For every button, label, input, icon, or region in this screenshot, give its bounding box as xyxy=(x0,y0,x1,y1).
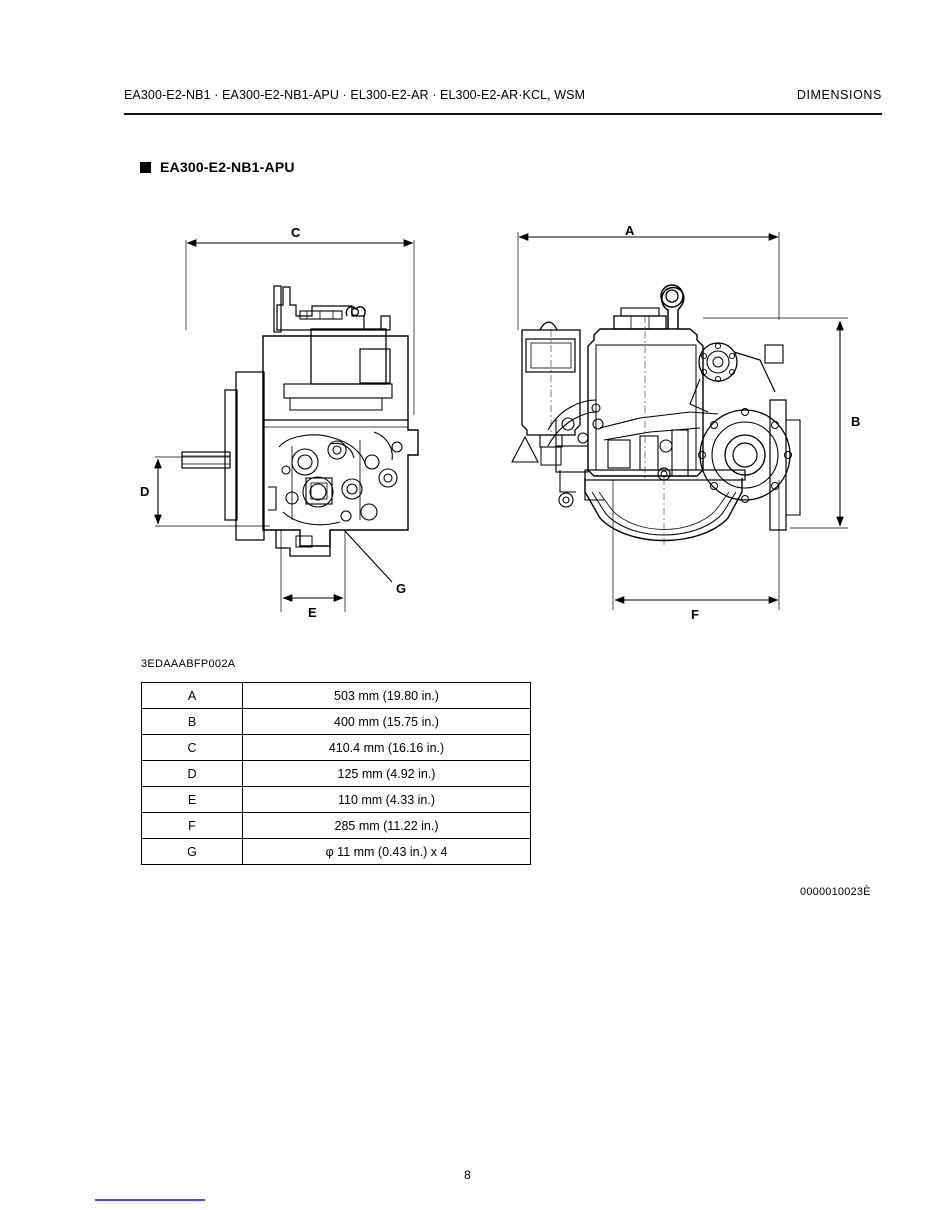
page-number: 8 xyxy=(464,1168,471,1182)
filled-square-icon xyxy=(140,161,151,173)
dimension-label-d: D xyxy=(140,484,150,499)
dimension-value: φ 11 mm (0.43 in.) x 4 xyxy=(242,838,531,865)
dimension-value: 410.4 mm (16.16 in.) xyxy=(242,734,531,761)
dimension-label-c: C xyxy=(291,225,301,240)
dimension-label-g: G xyxy=(396,581,407,596)
dimension-table: A 503 mm (19.80 in.) B 400 mm (15.75 in.… xyxy=(141,682,531,865)
dimension-key: C xyxy=(141,734,243,761)
dimension-value: 110 mm (4.33 in.) xyxy=(242,786,531,813)
dimension-label-a: A xyxy=(625,223,635,238)
table-row: F 285 mm (11.22 in.) xyxy=(141,812,531,839)
left-engine-view xyxy=(154,239,419,612)
dimension-key: D xyxy=(141,760,243,787)
right-engine-view xyxy=(511,232,848,610)
dimension-value: 400 mm (15.75 in.) xyxy=(242,708,531,735)
dimension-key: A xyxy=(141,682,243,709)
header-divider xyxy=(124,113,882,115)
dimension-value: 285 mm (11.22 in.) xyxy=(242,812,531,839)
dimension-key: E xyxy=(141,786,243,813)
page-header: EA300-E2-NB1 · EA300-E2-NB1-APU · EL300-… xyxy=(124,88,882,110)
document-code: 0000010023È xyxy=(800,886,871,898)
header-chapter-title: DIMENSIONS xyxy=(796,88,882,102)
dimension-value: 125 mm (4.92 in.) xyxy=(242,760,531,787)
dimension-key: G xyxy=(141,838,243,865)
dimension-label-b: B xyxy=(851,414,861,429)
scan-artifact-line xyxy=(95,1199,205,1201)
table-row: B 400 mm (15.75 in.) xyxy=(141,708,531,735)
section-heading-label: EA300-E2-NB1-APU xyxy=(160,159,295,175)
table-row: D 125 mm (4.92 in.) xyxy=(141,760,531,787)
dimension-key: B xyxy=(141,708,243,735)
table-row: A 503 mm (19.80 in.) xyxy=(141,682,531,709)
dimension-value: 503 mm (19.80 in.) xyxy=(242,682,531,709)
dimension-key: F xyxy=(141,812,243,839)
table-row: G φ 11 mm (0.43 in.) x 4 xyxy=(141,838,531,865)
drawing-reference-code: 3EDAAABFP002A xyxy=(141,658,236,670)
section-heading: EA300-E2-NB1-APU xyxy=(140,157,295,177)
dimension-table-body: A 503 mm (19.80 in.) B 400 mm (15.75 in.… xyxy=(141,682,531,865)
dimension-label-f: F xyxy=(691,607,699,622)
table-row: C 410.4 mm (16.16 in.) xyxy=(141,734,531,761)
table-row: E 110 mm (4.33 in.) xyxy=(141,786,531,813)
header-model-list: EA300-E2-NB1 · EA300-E2-NB1-APU · EL300-… xyxy=(124,88,586,102)
dimension-label-e: E xyxy=(308,605,317,620)
